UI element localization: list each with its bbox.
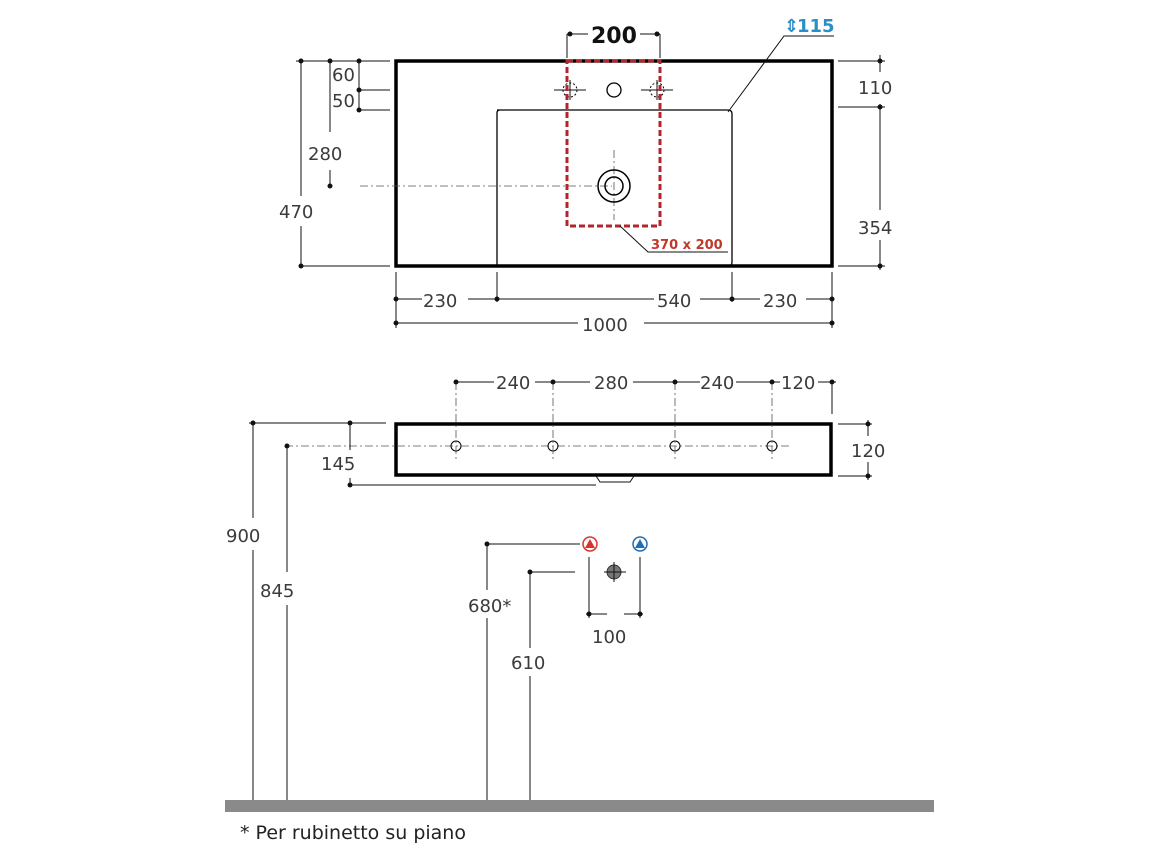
dim-tap-spacing: 200 [591,24,637,49]
cold-water-arrow [635,539,645,548]
countertop-front-outline [394,422,833,477]
cutout-area [565,59,662,228]
dim-hole-spacing-1: 240 [496,373,530,394]
dim-thickness: 120 [851,441,885,462]
cutout-label: 370 x 200 [651,238,723,253]
dim-top-height: 900 [226,526,260,547]
dim-basin-to-front: 354 [858,218,892,239]
countertop-outline [394,59,834,268]
dim-drain-height: 610 [511,653,545,674]
cutout-leader [619,225,728,253]
drain-icon [597,169,631,203]
dim-underside-offset: 145 [321,454,355,475]
dim-back-to-basin: 110 [858,78,892,99]
dim-total-depth: 470 [279,202,313,223]
mounting-holes [450,382,778,460]
dim-hole-height: 845 [260,581,294,602]
dim-hole-spacing-3: 240 [700,373,734,394]
dim-tap-offset-top: 60 [332,65,355,86]
dim-basin-depth-icon: ⇕ [784,16,799,37]
dim-right-margin: 230 [763,291,797,312]
front-view: 240 280 240 120 120 145 900 845 [226,373,885,800]
dim-hole-spacing-2: 280 [594,373,628,394]
dim-total-width: 1000 [582,315,628,336]
tap-hole-center-icon [606,82,622,98]
basin-outline [496,109,733,267]
dim-tap-hole-spacing: 50 [332,91,355,112]
dim-hole-to-edge: 120 [781,373,815,394]
dim-left-margin: 230 [423,291,457,312]
wall-connections: 680* 610 100 [468,536,648,800]
top-view: 370 x 200 200 ⇕ 115 110 354 60 50 280 [279,16,892,336]
dim-tap-supply-height: 680* [468,596,511,617]
footnote: * Per rubinetto su piano [240,822,466,844]
drain-outlet [595,475,635,483]
dim-drain-from-top: 280 [308,144,342,165]
dim-supply-spacing: 100 [592,627,626,648]
dim-basin-width: 540 [657,291,691,312]
dim-basin-depth: 115 [797,16,835,37]
floor-line [225,800,934,812]
hot-water-arrow [585,539,595,548]
drain-inner-icon [604,176,624,196]
